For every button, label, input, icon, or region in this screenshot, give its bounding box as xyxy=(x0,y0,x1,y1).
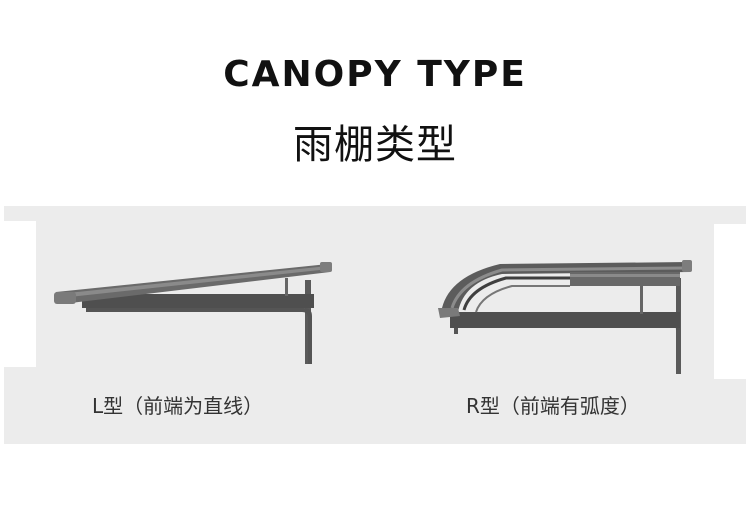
panel-left-notch xyxy=(4,221,36,367)
l-type-gutter-bar xyxy=(82,294,314,308)
l-type-support-rod xyxy=(86,308,312,364)
chinese-title: 雨棚类型 xyxy=(293,122,457,168)
l-type-canopy-illustration xyxy=(54,262,332,364)
r-type-gutter-bar xyxy=(450,312,680,328)
r-type-caption: R型（前端有弧度） xyxy=(466,394,640,418)
r-type-canopy-illustration xyxy=(438,260,692,374)
english-title: CANOPY TYPE xyxy=(223,54,527,95)
panel-right-notch xyxy=(714,224,746,379)
l-type-caption: L型（前端为直线） xyxy=(92,394,264,418)
